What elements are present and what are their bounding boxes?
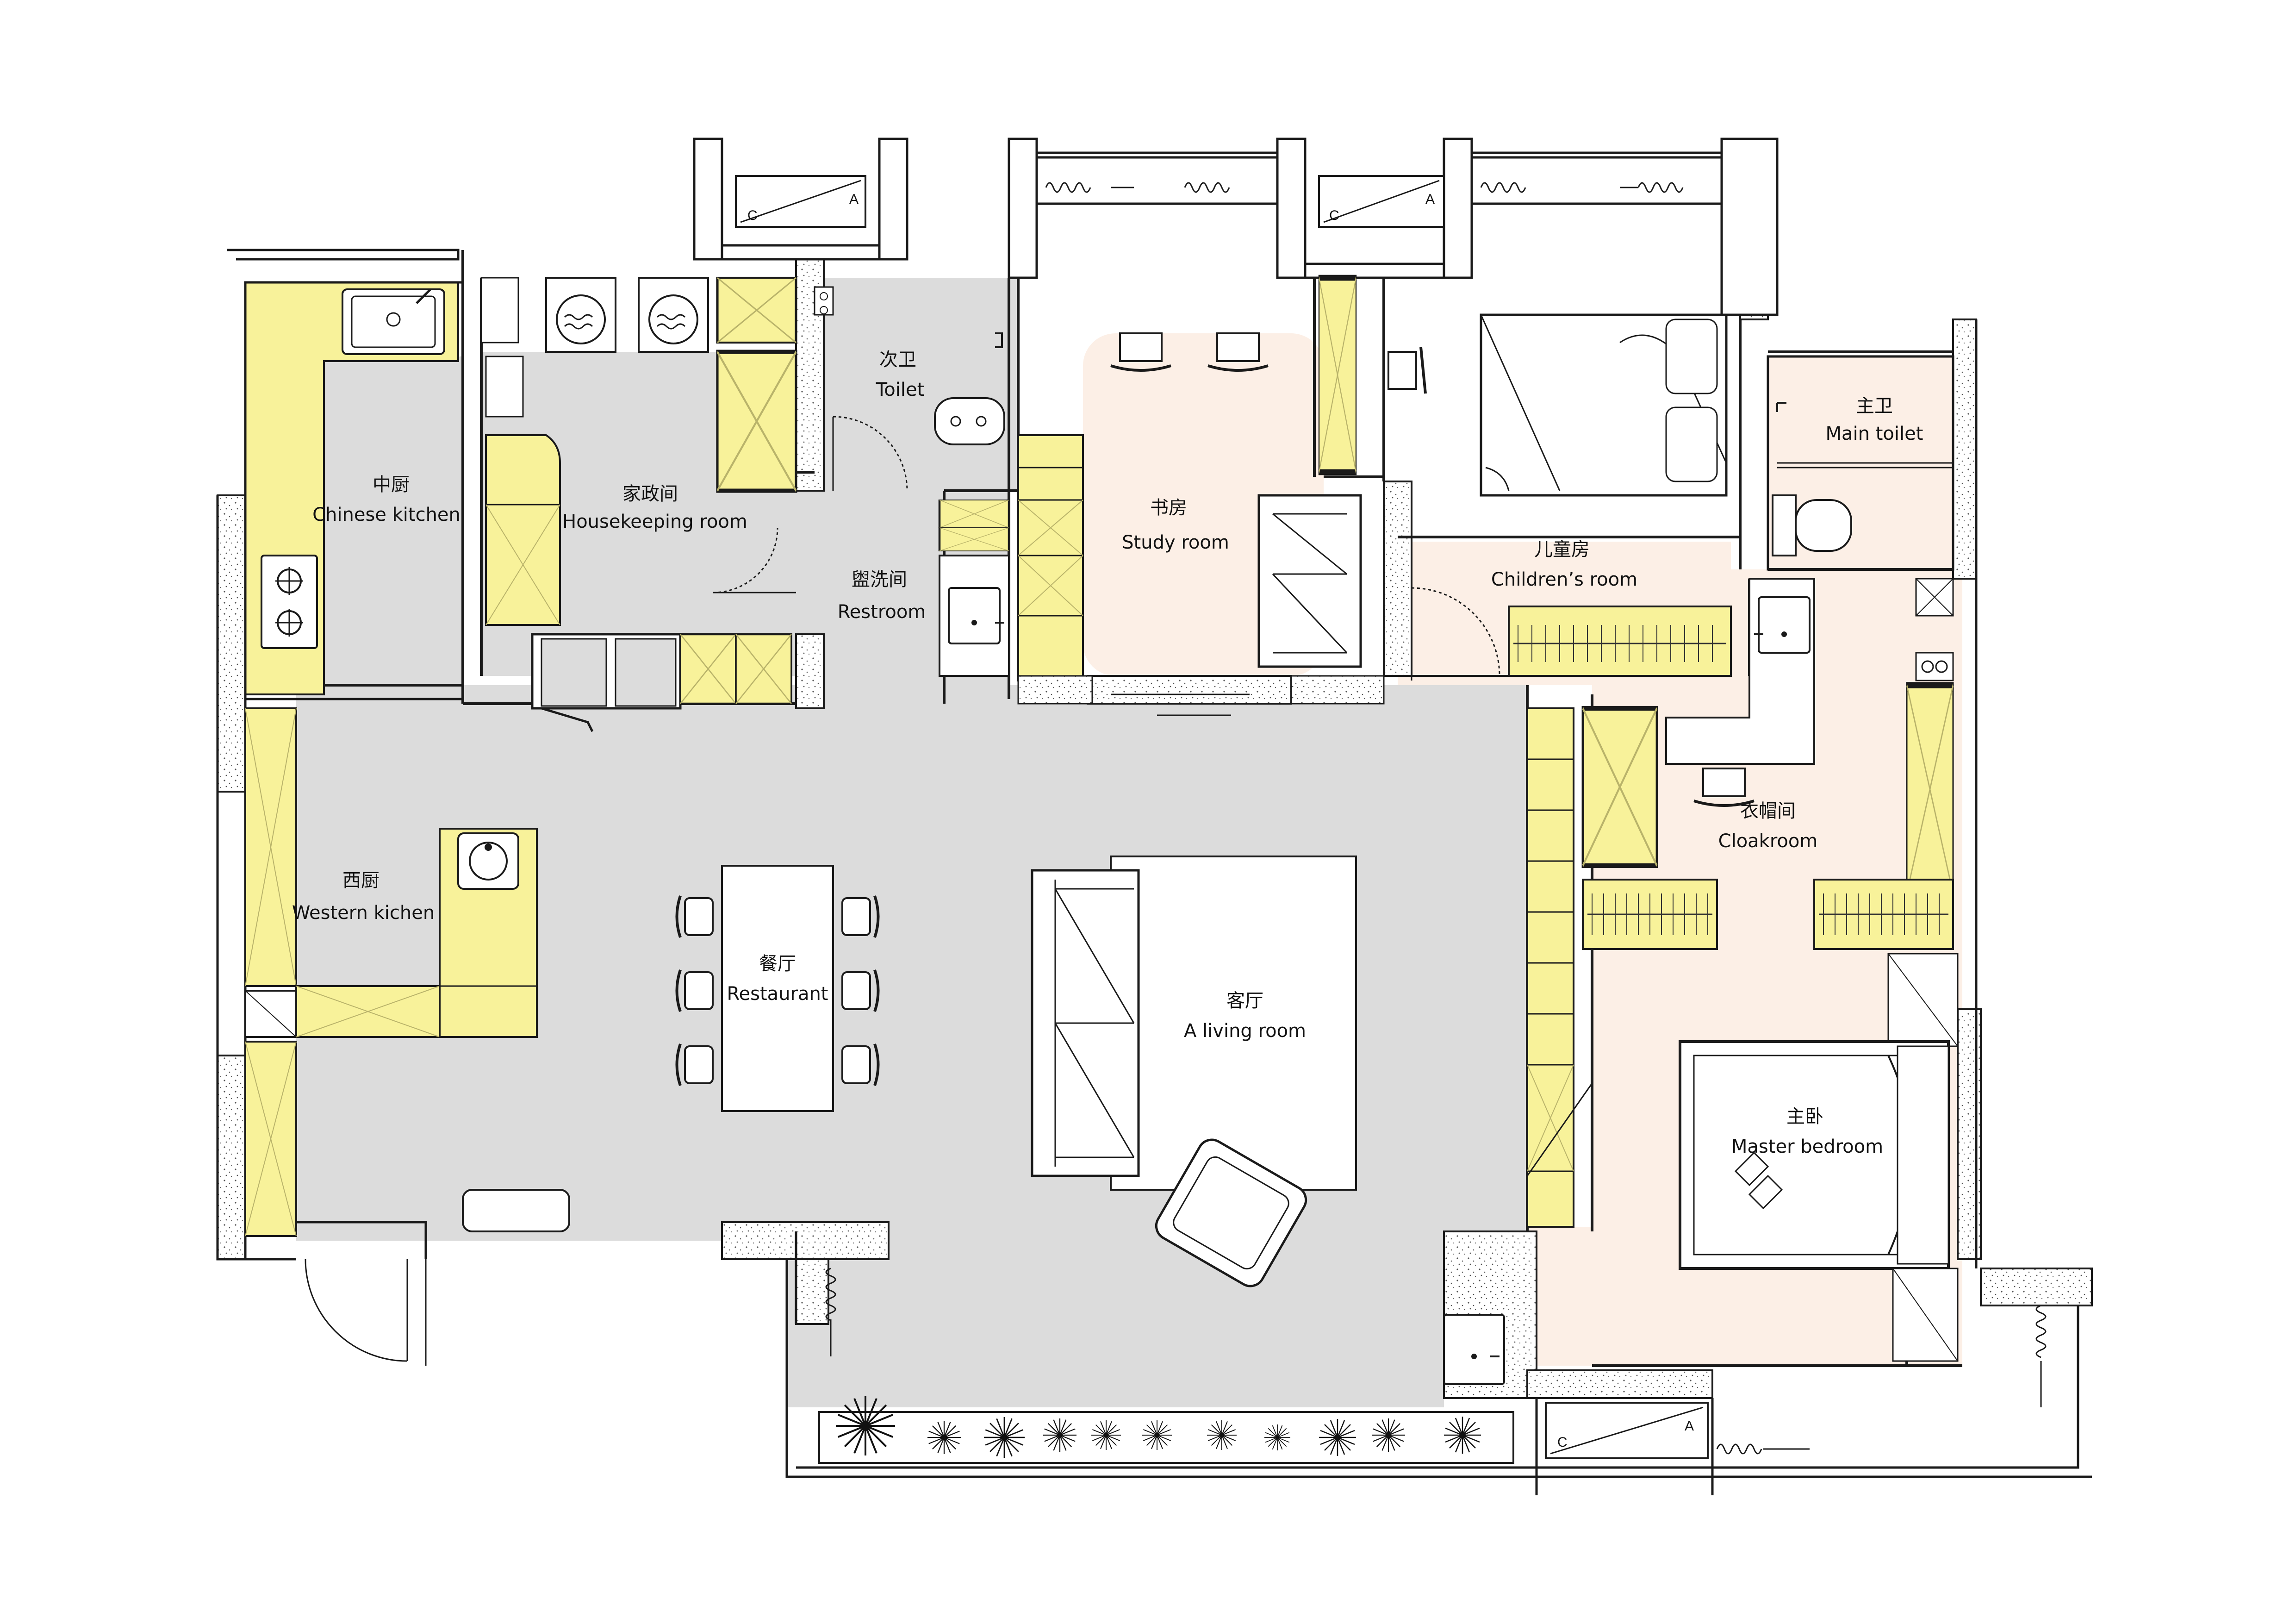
sink-icon: [948, 587, 1004, 644]
sofa-icon: [1031, 869, 1140, 1177]
room-label-en: Toilet: [876, 379, 925, 400]
dining-table: 餐厅 Restaurant: [677, 865, 878, 1112]
washer-icon: [638, 277, 709, 353]
western-kitchen: 西厨 Western kichen: [244, 707, 570, 1366]
door-icon: [305, 1259, 427, 1366]
tv-cabinet: [1526, 707, 1593, 1228]
toilet-room: 次卫 Toilet: [814, 286, 1005, 491]
room-label-en: Chinese kitchen: [312, 504, 460, 525]
study-room: 书房 Study room: [1017, 278, 1385, 716]
room-label-zh: 次卫: [879, 349, 916, 370]
svg-text:A: A: [849, 192, 859, 207]
svg-text:C: C: [747, 208, 758, 223]
ac-unit: C A: [1318, 175, 1445, 228]
room-label-en: Restroom: [838, 601, 926, 623]
planter: [818, 1396, 1514, 1464]
living-room: 客厅 A living room: [1031, 856, 1505, 1385]
room-label-zh: 餐厅: [759, 953, 796, 974]
room-label-zh: 衣帽间: [1740, 800, 1796, 822]
shoe-rack: [1513, 625, 1726, 662]
room-label-zh: 家政间: [622, 483, 678, 505]
chair-icon: [1693, 768, 1755, 807]
chair-icon: [1207, 332, 1269, 372]
sink-icon: [1443, 1314, 1505, 1385]
master-bedroom: 主卧 Master bedroom: [1679, 1040, 1959, 1362]
room-label-zh: 儿童房: [1534, 539, 1590, 560]
sink-icon: [457, 832, 519, 890]
main-toilet: 主卫 Main toilet: [1767, 355, 1954, 571]
room-label-en: Main toilet: [1826, 423, 1923, 444]
walls: [217, 207, 2093, 1399]
room-label-en: Master bedroom: [1731, 1136, 1883, 1157]
svg-text:C: C: [1329, 208, 1339, 223]
room-label-zh: 中厨: [373, 474, 410, 495]
sink-icon: [1754, 596, 1811, 654]
bed-icon: [1679, 1040, 1950, 1270]
bed-icon: [1480, 313, 1728, 497]
room-label-zh: 西厨: [342, 870, 380, 891]
washer-icon: [545, 277, 616, 353]
svg-text:C: C: [1557, 1435, 1568, 1450]
room-label-zh: 主卫: [1856, 395, 1893, 417]
door-icon: [1411, 587, 1500, 681]
childrens-room: 儿童房 Children’s room: [1388, 313, 1732, 681]
chinese-kitchen: 中厨 Chinese kitchen: [244, 281, 464, 700]
room-label-zh: 书房: [1150, 497, 1187, 518]
room-label-zh: 主卧: [1786, 1106, 1823, 1127]
door-icon: [832, 416, 908, 491]
chair-icon: [1388, 347, 1427, 394]
ottoman: [462, 1189, 570, 1232]
curtain-icon: [825, 1268, 2047, 1455]
svg-text:A: A: [1685, 1418, 1694, 1434]
toilet-icon: [1772, 494, 1852, 556]
room-label-en: Restaurant: [727, 983, 828, 1005]
chair-icon: [1110, 332, 1171, 372]
room-label-en: Housekeeping room: [562, 511, 747, 532]
ac-unit: C A: [1545, 1402, 1709, 1459]
curtain-icon: [1045, 182, 1684, 193]
door-icon: [712, 527, 778, 593]
restroom: 盥洗间 Restroom: [838, 500, 1009, 677]
room-label-en: A living room: [1184, 1020, 1306, 1042]
squat-toilet-icon: [934, 397, 1005, 445]
stove-icon: [261, 555, 318, 649]
room-label-en: Western kichen: [292, 902, 435, 924]
room-label-zh: 客厅: [1226, 990, 1263, 1012]
room-label-zh: 盥洗间: [852, 569, 907, 590]
sofa-icon: [1257, 494, 1362, 668]
room-label-en: Study room: [1122, 532, 1229, 553]
room-label-en: Children’s room: [1491, 569, 1637, 590]
ac-unit: C A: [735, 175, 866, 228]
room-label-en: Cloakroom: [1718, 831, 1818, 852]
armchair-icon: [1155, 1138, 1307, 1287]
svg-text:A: A: [1425, 192, 1435, 207]
housekeeping-room: 家政间 Housekeeping room: [480, 277, 796, 732]
cloakroom: 衣帽间 Cloakroom: [1583, 578, 1959, 1047]
sink-icon: [342, 288, 445, 355]
